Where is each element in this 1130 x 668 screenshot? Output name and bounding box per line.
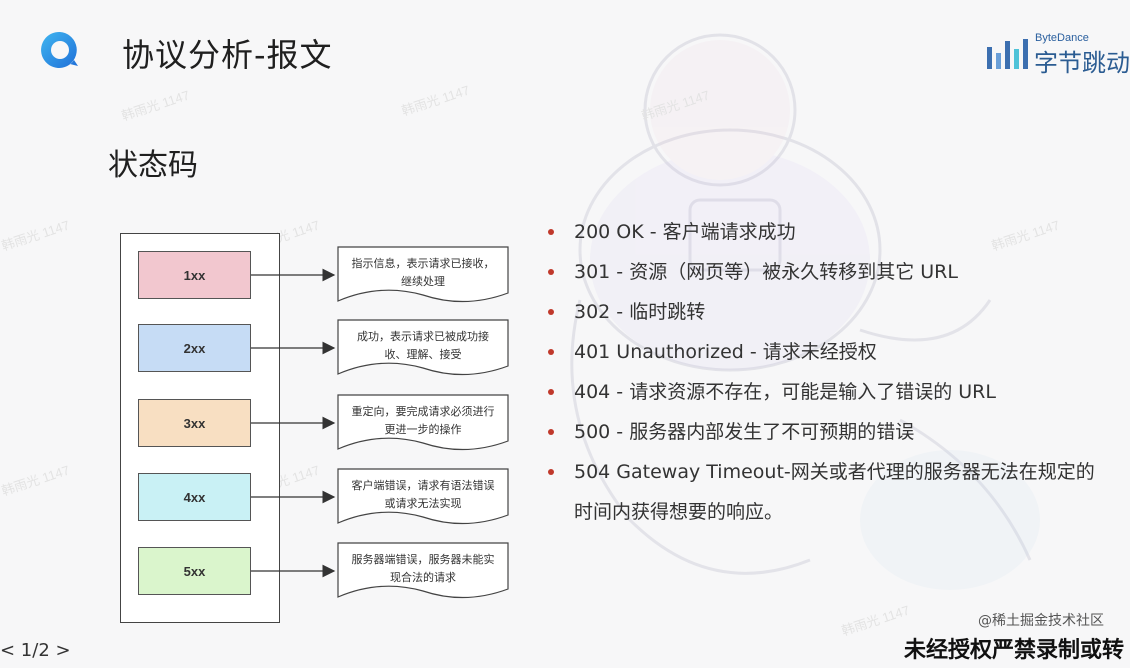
- list-item-text: 401 Unauthorized - 请求未经授权: [574, 341, 877, 363]
- list-item: 200 OK - 客户端请求成功: [548, 212, 1108, 252]
- bullet-icon: [548, 469, 554, 475]
- bytedance-bars-icon: [987, 39, 1028, 69]
- list-item-text: 200 OK - 客户端请求成功: [574, 221, 796, 243]
- list-item: 404 - 请求资源不存在，可能是输入了错误的 URL: [548, 372, 1108, 412]
- list-item-text: 404 - 请求资源不存在，可能是输入了错误的 URL: [574, 381, 996, 403]
- app-logo-icon: [41, 31, 78, 68]
- list-item-text: 302 - 临时跳转: [574, 301, 706, 323]
- note-shape-3xx: [337, 394, 509, 451]
- code-box-1xx: 1xx: [138, 251, 251, 299]
- list-item: 500 - 服务器内部发生了不可预期的错误: [548, 412, 1108, 452]
- note-2xx-line1: 成功，表示请求已被成功接: [357, 330, 489, 343]
- watermark: 韩雨光 1147: [0, 462, 72, 499]
- list-item: 504 Gateway Timeout-网关或者代理的服务器无法在规定的时间内获…: [548, 452, 1108, 532]
- note-shape-1xx: [337, 246, 509, 303]
- bullet-icon: [548, 269, 554, 275]
- list-item: 301 - 资源（网页等）被永久转移到其它 URL: [548, 252, 1108, 292]
- note-1xx-line2: 继续处理: [401, 275, 445, 288]
- status-code-list: 200 OK - 客户端请求成功 301 - 资源（网页等）被永久转移到其它 U…: [548, 212, 1108, 532]
- page-indicator[interactable]: < 1/2 >: [0, 640, 71, 661]
- list-item: 302 - 临时跳转: [548, 292, 1108, 332]
- note-4xx: 客户端错误，请求有语法错误 或请求无法实现: [338, 471, 508, 513]
- list-item: 401 Unauthorized - 请求未经授权: [548, 332, 1108, 372]
- list-item-text: 504 Gateway Timeout-网关或者代理的服务器无法在规定的时间内获…: [574, 461, 1095, 523]
- note-5xx-line1: 服务器端错误，服务器未能实: [351, 553, 495, 566]
- code-box-5xx: 5xx: [138, 547, 251, 595]
- note-shape-5xx: [337, 542, 509, 599]
- slide-title: 协议分析-报文: [122, 36, 333, 74]
- section-title: 状态码: [108, 148, 198, 183]
- note-5xx-line2: 现合法的请求: [390, 571, 456, 584]
- status-code-diagram: 1xx 2xx 3xx 4xx 5xx 指示信息，表示请求已接收， 继续处理 成…: [110, 225, 530, 625]
- note-5xx: 服务器端错误，服务器未能实 现合法的请求: [338, 545, 508, 587]
- note-3xx-line2: 更进一步的操作: [384, 423, 462, 436]
- bullet-icon: [548, 389, 554, 395]
- note-shape-4xx: [337, 468, 509, 525]
- list-item-text: 301 - 资源（网页等）被永久转移到其它 URL: [574, 261, 958, 283]
- note-shape-2xx: [337, 319, 509, 376]
- note-2xx-line2: 收、理解、接受: [384, 348, 462, 361]
- brand-en: ByteDance: [1035, 32, 1089, 44]
- note-3xx: 重定向，要完成请求必须进行 更进一步的操作: [338, 397, 508, 439]
- note-2xx: 成功，表示请求已被成功接 收、理解、接受: [338, 322, 508, 364]
- note-1xx: 指示信息，表示请求已接收， 继续处理: [338, 249, 508, 291]
- list-item-text: 500 - 服务器内部发生了不可预期的错误: [574, 421, 915, 443]
- bullet-icon: [548, 349, 554, 355]
- bullet-icon: [548, 309, 554, 315]
- watermark: 韩雨光 1147: [0, 217, 72, 254]
- bullet-icon: [548, 429, 554, 435]
- code-box-3xx: 3xx: [138, 399, 251, 447]
- bytedance-logo: ByteDance 字节跳动: [985, 30, 1130, 77]
- brand-cn: 字节跳动: [1034, 49, 1130, 77]
- bullet-icon: [548, 229, 554, 235]
- watermark: 韩雨光 1147: [119, 87, 192, 124]
- recording-notice: 未经授权严禁录制或转: [903, 638, 1124, 663]
- diagram-connectors: [251, 246, 509, 599]
- note-4xx-line1: 客户端错误，请求有语法错误: [351, 479, 495, 492]
- note-1xx-line1: 指示信息，表示请求已接收，: [351, 257, 495, 270]
- site-watermark: @稀土掘金技术社区: [978, 613, 1104, 629]
- code-box-4xx: 4xx: [138, 473, 251, 521]
- astronaut-illustration: [570, 33, 1040, 590]
- note-3xx-line1: 重定向，要完成请求必须进行: [351, 405, 495, 418]
- note-4xx-line2: 或请求无法实现: [384, 497, 462, 510]
- code-box-2xx: 2xx: [138, 324, 251, 372]
